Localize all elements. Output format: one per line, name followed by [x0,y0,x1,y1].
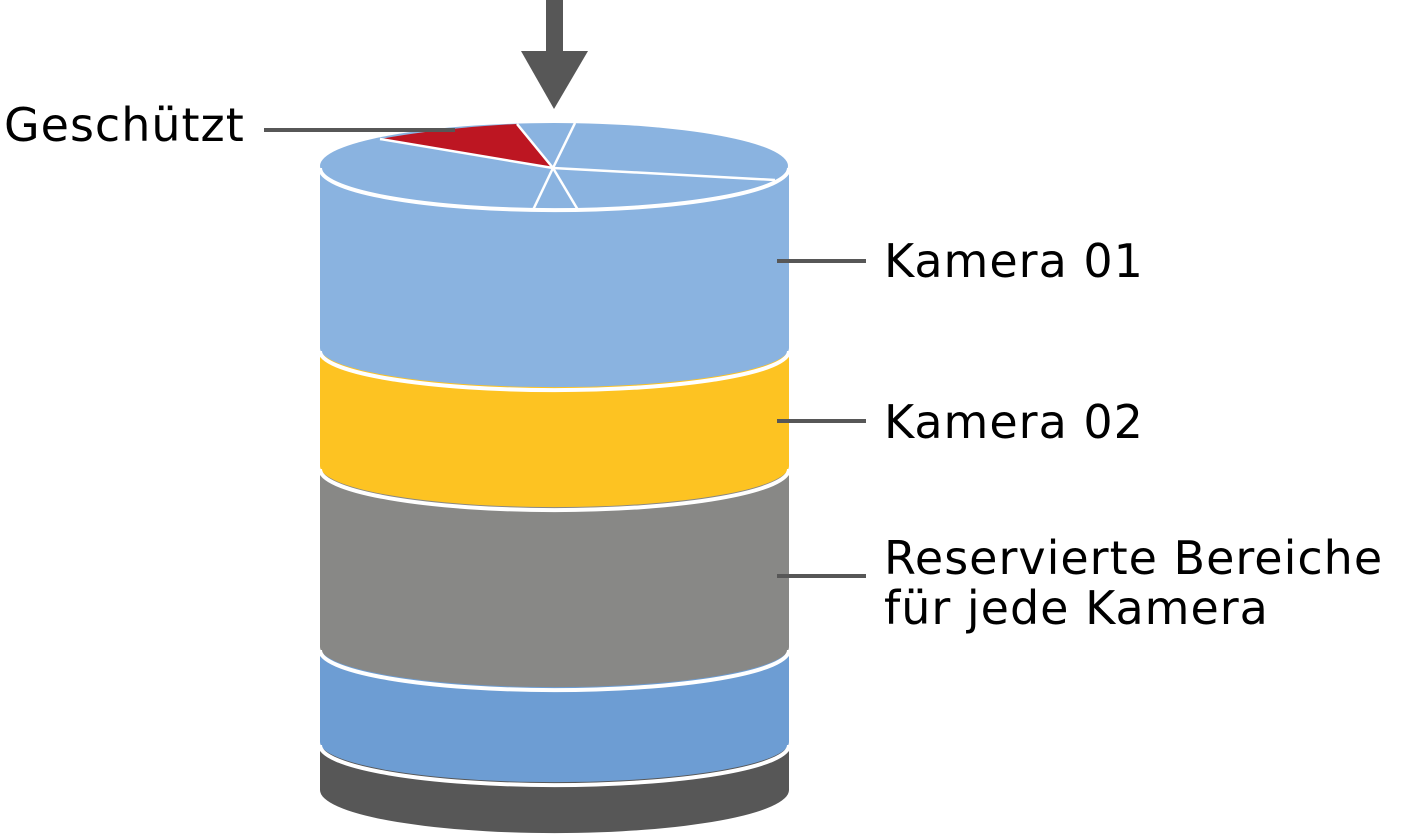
top-rim [318,167,791,213]
protected-slice [380,124,553,167]
slice-divider [551,167,580,211]
camera01-layer [320,168,789,388]
reserved-layer [320,470,789,688]
camera01-label: Kamera 01 [884,234,1144,288]
camera02-label: Kamera 02 [884,395,1144,449]
protected-label: Geschützt [4,98,245,152]
slice-divider [516,123,554,169]
reserved-label-line1: Reservierte Bereiche [884,531,1383,585]
camera02-layer [320,352,789,508]
slice-dividers [379,122,776,211]
slice-divider [379,137,554,170]
lower-layer-separator [318,744,791,788]
camera02-layer-separator [318,468,791,513]
reserved-label-line2: für jede Kamera [884,581,1269,635]
reserved-layer-separator [318,649,791,693]
down-arrow-icon [521,0,588,109]
slice-divider [551,122,577,169]
camera01-layer-separator [318,350,791,393]
slice-divider [531,167,555,211]
slice-divider [552,166,776,182]
